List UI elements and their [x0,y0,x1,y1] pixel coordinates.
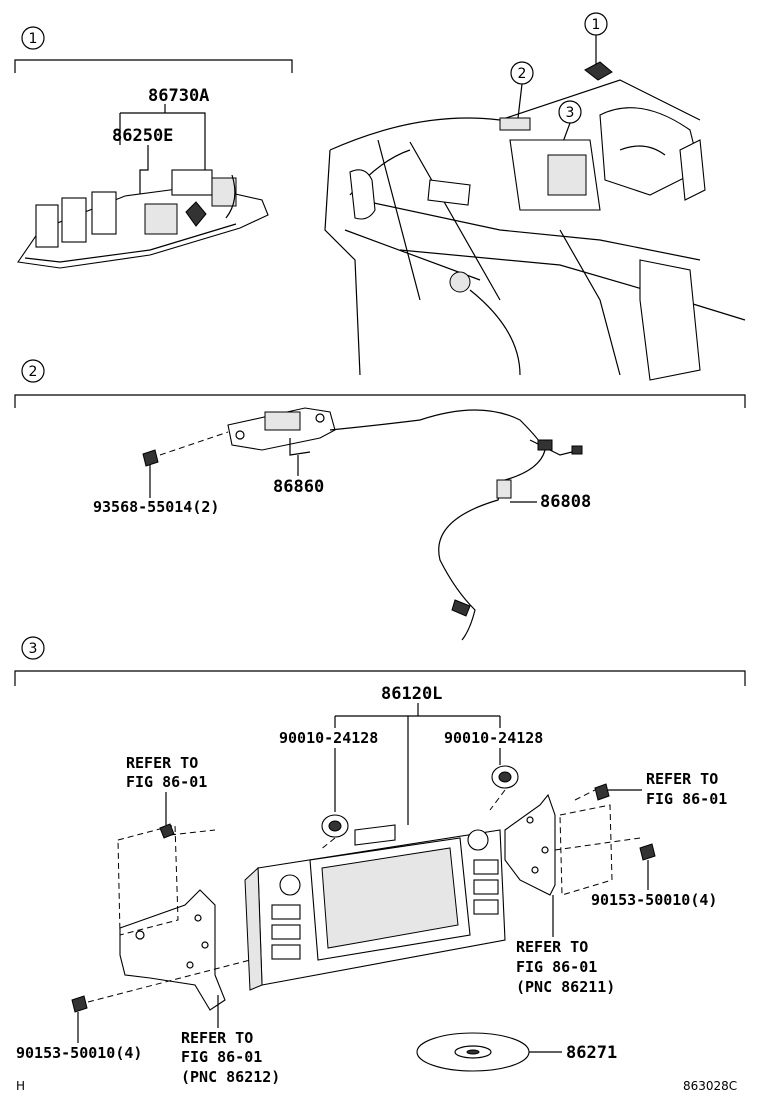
cable-86808 [329,409,583,641]
antenna-86860 [227,407,336,456]
screw-top-right [594,783,610,801]
label-86271: 86271 [566,1043,617,1063]
screw-90153-right [639,843,656,861]
overview-marker-2: 2 [518,66,527,82]
vehicle-overview: 1 2 3 [324,12,746,381]
refer-tl-line1: REFER TO [126,754,198,772]
label-86808: 86808 [540,492,591,512]
screw-93568 [142,449,159,478]
overview-marker-3: 3 [566,105,575,121]
disc-86271 [416,1032,530,1072]
label-90153-left: 90153-50010(4) [16,1044,142,1062]
section-1-marker: 1 [29,31,38,47]
section-2-marker: 2 [29,364,38,380]
refer-bl-line2: FIG 86-01 [181,1048,262,1066]
leader-86120l [334,703,501,825]
knob-left [321,814,349,838]
refer-tr-line1: REFER TO [646,770,718,788]
refer-bl-line1: REFER TO [181,1029,253,1047]
footer-diagram-code: 863028C [683,1079,737,1093]
section-3: 3 86120L 90010-24128 90010-24128 [14,636,746,1086]
screw-dash-line [159,431,229,456]
label-86250e: 86250E [112,126,173,146]
footer-left-mark: H [16,1079,25,1093]
section-1-bracket [14,59,293,73]
refer-mr-line2: FIG 86-01 [516,958,597,976]
section-1-marker-circle [21,26,45,50]
leader-86730a [119,104,206,170]
label-86120l: 86120L [381,684,442,704]
refer-mr-line1: REFER TO [516,938,588,956]
leader-86250e [139,145,149,205]
screw-top-left [159,823,175,839]
knob-right [491,765,519,789]
refer-mr-line3: (PNC 86211) [516,978,615,996]
section-2-bracket [14,394,746,408]
section-2: 2 93568-55014(2) 86860 86808 [14,359,746,641]
label-90153-right: 90153-50010(4) [591,891,717,909]
refer-bl-line3: (PNC 86212) [181,1068,280,1086]
left-bracket [119,889,226,1011]
right-bracket [504,793,556,896]
label-86730a: 86730A [148,86,209,106]
screw-90153-left [71,995,88,1013]
label-93568-55014: 93568-55014(2) [93,498,219,516]
overview-marker-1: 1 [592,17,601,33]
label-86860: 86860 [273,477,324,497]
section-3-bracket [14,670,746,686]
label-90010-right: 90010-24128 [444,729,543,747]
overhead-console [17,169,269,269]
refer-tr-line2: FIG 86-01 [646,790,727,808]
section-1: 1 86730A 86250E [14,26,293,269]
section-3-marker: 3 [29,641,38,657]
radio-unit-86120l [244,824,506,991]
label-90010-left: 90010-24128 [279,729,378,747]
refer-tl-line2: FIG 86-01 [126,773,207,791]
